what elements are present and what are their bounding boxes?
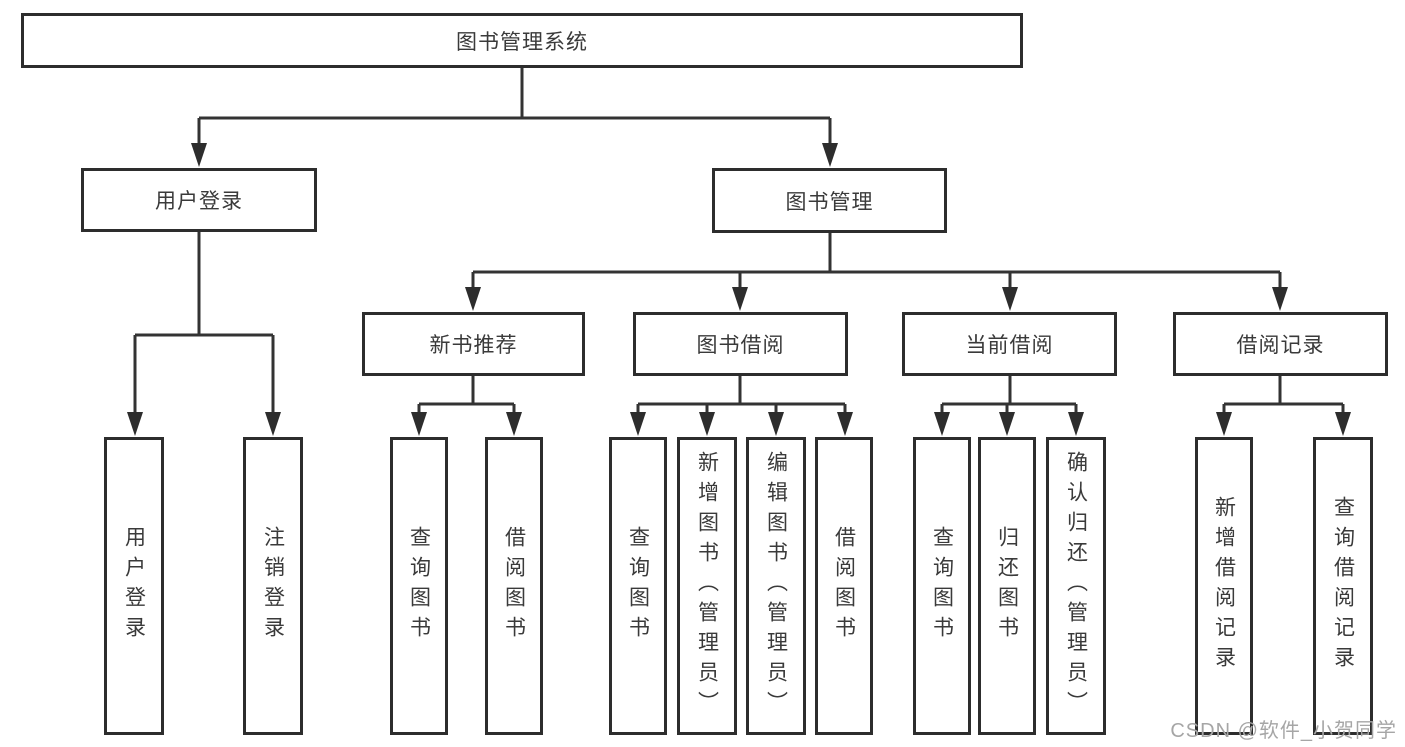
node-label: 编辑图书（管理员） [764, 451, 788, 721]
node-label: 借阅记录 [1236, 334, 1325, 357]
leaf-query-books-recommend: 查询图书 [390, 437, 448, 735]
node-current-borrowing: 当前借阅 [902, 312, 1117, 376]
node-label: 注销登录 [261, 526, 285, 646]
leaf-borrow-books-recommend: 借阅图书 [485, 437, 543, 735]
node-label: 图书借阅 [696, 334, 785, 357]
leaf-return-books: 归还图书 [978, 437, 1036, 735]
node-label: 查询图书 [626, 526, 650, 646]
leaf-add-borrow-record: 新增借阅记录 [1195, 437, 1253, 735]
node-label: 借阅图书 [832, 526, 856, 646]
node-label: 新增借阅记录 [1212, 496, 1236, 676]
leaf-logout: 注销登录 [243, 437, 303, 735]
leaf-query-books-borrow: 查询图书 [609, 437, 667, 735]
node-label: 归还图书 [995, 526, 1019, 646]
node-label: 确认归还（管理员） [1064, 451, 1088, 721]
node-label: 用户登录 [122, 526, 146, 646]
node-label: 借阅图书 [502, 526, 526, 646]
node-borrowing-records: 借阅记录 [1173, 312, 1388, 376]
node-label: 新增图书（管理员） [695, 451, 719, 721]
node-new-book-recommendation: 新书推荐 [362, 312, 585, 376]
node-label: 用户登录 [155, 190, 243, 213]
node-label: 当前借阅 [965, 334, 1054, 357]
node-label: 查询图书 [407, 526, 431, 646]
node-user-login-branch: 用户登录 [81, 168, 317, 232]
node-root-system: 图书管理系统 [21, 13, 1023, 68]
arrowhead-icons [127, 143, 1351, 436]
node-label: 图书管理 [785, 190, 874, 214]
leaf-edit-books-admin: 编辑图书（管理员） [746, 437, 806, 735]
leaf-query-borrow-record: 查询借阅记录 [1313, 437, 1373, 735]
leaf-user-login: 用户登录 [104, 437, 164, 735]
node-label: 新书推荐 [429, 334, 518, 357]
leaf-add-books-admin: 新增图书（管理员） [677, 437, 737, 735]
leaf-query-books-current: 查询图书 [913, 437, 971, 735]
node-book-management-branch: 图书管理 [712, 168, 947, 233]
node-label: 查询借阅记录 [1331, 496, 1355, 676]
leaf-borrow-books: 借阅图书 [815, 437, 873, 735]
csdn-watermark: CSDN @软件_小贺同学 [1170, 720, 1397, 742]
node-book-borrowing: 图书借阅 [633, 312, 848, 376]
node-label: 图书管理系统 [456, 30, 588, 54]
node-label: 查询图书 [930, 526, 954, 646]
leaf-confirm-return-admin: 确认归还（管理员） [1046, 437, 1106, 735]
